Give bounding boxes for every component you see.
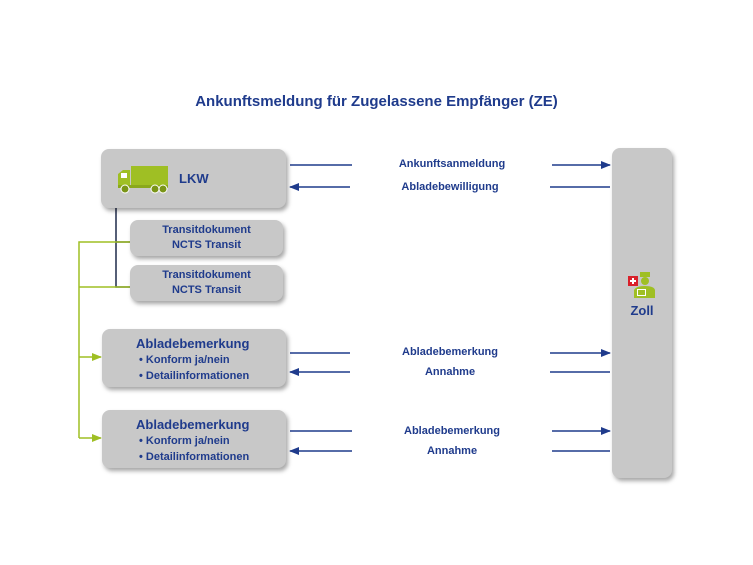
transit-document-title: Transitdokument	[162, 269, 251, 281]
abladebemerkung-title: Abladebemerkung	[136, 417, 250, 432]
bullet-detailinformationen: • Detailinformationen	[139, 370, 250, 382]
bullet-detailinformationen: • Detailinformationen	[139, 451, 250, 463]
transit-document-title: Transitdokument	[162, 224, 251, 236]
label-abladebewilligung: Abladebewilligung	[350, 181, 550, 193]
label-abladebemerkung-1: Abladebemerkung	[350, 346, 550, 358]
lkw-box: LKW	[101, 149, 286, 208]
transit-document-box: Transitdokument NCTS Transit	[130, 265, 283, 301]
transit-document-box: Transitdokument NCTS Transit	[130, 220, 283, 256]
transit-document-subtitle: NCTS Transit	[171, 239, 242, 251]
truck-icon	[118, 166, 168, 194]
transit-ablade-connector	[78, 241, 130, 438]
lkw-label: LKW	[179, 171, 209, 186]
zoll-box: Zoll	[612, 148, 672, 478]
customs-officer-icon	[628, 272, 655, 298]
transit-document-subtitle: NCTS Transit	[171, 284, 242, 296]
diagram-title: Ankunftsmeldung für Zugelassene Empfänge…	[195, 93, 558, 110]
label-ankunftsanmeldung: Ankunftsanmeldung	[352, 158, 552, 170]
lkw-transit-connector	[115, 208, 130, 288]
label-abladebemerkung-2: Abladebemerkung	[352, 425, 552, 437]
zoll-label: Zoll	[630, 303, 654, 318]
label-annahme-1: Annahme	[350, 366, 550, 378]
abladebemerkung-title: Abladebemerkung	[136, 336, 250, 351]
bullet-konform: • Konform ja/nein	[139, 354, 230, 366]
label-annahme-2: Annahme	[352, 445, 552, 457]
abladebemerkung-box: Abladebemerkung • Konform ja/nein • Deta…	[102, 329, 286, 387]
abladebemerkung-box: Abladebemerkung • Konform ja/nein • Deta…	[102, 410, 286, 468]
bullet-konform: • Konform ja/nein	[139, 435, 230, 447]
